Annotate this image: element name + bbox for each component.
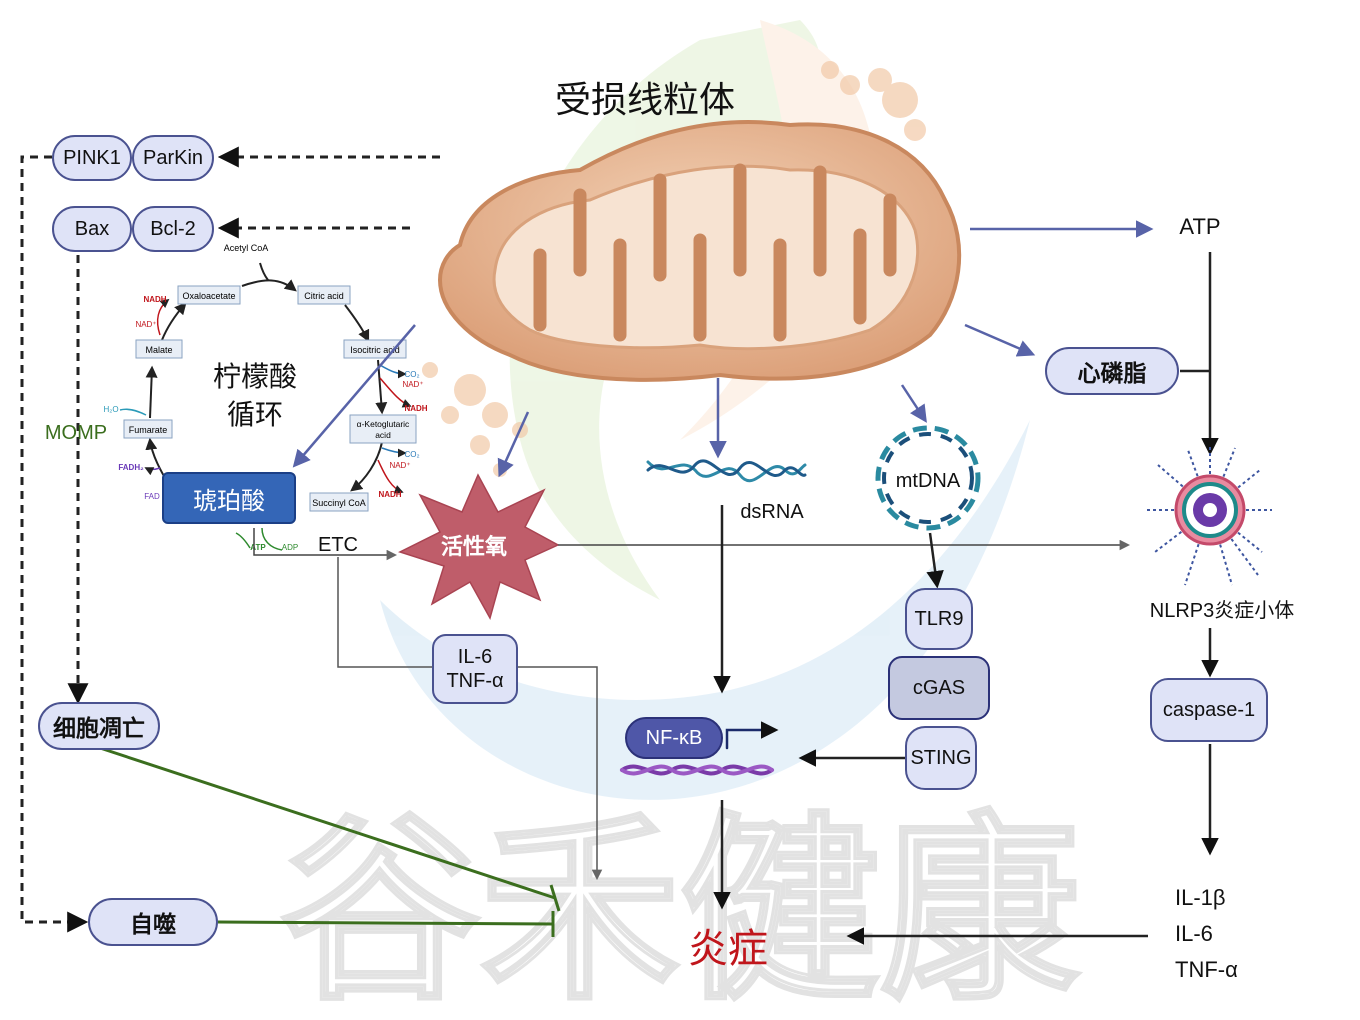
autophagy-box: 自噬 [88, 898, 218, 946]
nfkb-dna [620, 721, 779, 776]
tca-cofactor-arrows [119, 298, 412, 551]
tca-oxaloacetate: Oxaloacetate [182, 291, 235, 301]
tca-h2o: H₂O [103, 405, 118, 414]
dashed-pink1-to-autophagy [20, 155, 89, 933]
tca-nadh-1: NADH [143, 295, 166, 304]
nfkb-box: NF-κB [625, 717, 723, 759]
il6-tnf-box: IL-6 TNF-α [432, 634, 518, 704]
cytokine-il1b: IL-1β [1175, 885, 1226, 910]
tca-nadh-3: NADH [378, 490, 401, 499]
mitochondrion [422, 61, 962, 477]
tca-adp: ADP [282, 543, 298, 552]
inhibit-apoptosis [99, 746, 556, 900]
tca-nadh-2: NADH [404, 404, 427, 413]
bax-box: Bax [52, 206, 132, 252]
ros-label: 活性氧 [441, 535, 507, 560]
tca-acetyl-coa: Acetyl CoA [224, 243, 269, 253]
tca-isocitric-acid: Isocitric acid [350, 345, 400, 355]
tca-nad-2: NAD⁺ [402, 380, 423, 389]
tca-nad-1: NAD⁺ [135, 320, 156, 329]
bcl2-box: Bcl-2 [132, 206, 214, 252]
tca-succinyl-coa: Succinyl CoA [312, 498, 366, 508]
succinate-box: 琥珀酸 [162, 472, 296, 524]
mtdna-ring [875, 425, 981, 531]
tca-fadh2: FADH₂ [118, 463, 144, 472]
title: 受损线粒体 [555, 80, 735, 121]
il6-label: IL-6 [457, 646, 493, 668]
arrow-mito-to-succinate [292, 324, 416, 468]
momp-label: MOMP [45, 422, 107, 444]
inhibit-autophagy [217, 920, 554, 926]
cytokine-tnfa: TNF-α [1175, 957, 1238, 982]
tnfa-label: TNF-α [446, 670, 504, 692]
tca-citric-acid: Citric acid [304, 291, 344, 301]
tca-atp: ATP [250, 543, 266, 552]
tca-co2-1: CO₂ [404, 370, 419, 379]
tca-fumarate: Fumarate [129, 425, 168, 435]
pink1-box: PINK1 [52, 135, 132, 181]
tca-title-line1: 柠檬酸 [213, 360, 297, 393]
tca-fad: FAD [144, 492, 160, 501]
cytokine-il6: IL-6 [1175, 921, 1213, 946]
arrow-succinate-to-ros [253, 528, 398, 561]
arrow-mito-to-ros [497, 411, 530, 478]
tca-ketoglutaric-acid: acid [375, 430, 391, 440]
arrow-mtdna-to-tlr9 [926, 532, 944, 589]
apoptosis-box: 细胞凋亡 [38, 702, 160, 750]
arrow-mito-to-mtdna [900, 384, 927, 423]
nlrp3-label: NLRP3炎症小体 [1150, 599, 1294, 622]
dsrna-label: dsRNA [740, 501, 804, 523]
watermark-text: 谷禾健康 [280, 795, 1080, 1020]
cgas-box: cGAS [888, 656, 990, 720]
etc-label: ETC [318, 534, 358, 556]
ros-star [398, 473, 560, 620]
tlr9-box: TLR9 [905, 588, 973, 650]
arrow-mito-to-cardiolipin [964, 323, 1036, 357]
tca-ketoglutaric: α-Ketoglutaric [357, 419, 410, 429]
tca-nodes: Oxaloacetate Citric acid Isocitric acid … [103, 243, 427, 552]
parkin-box: ParKin [132, 135, 214, 181]
caspase1-box: caspase-1 [1150, 678, 1268, 742]
inhibit-apoptosis-bar [549, 884, 561, 912]
mtdna-label: mtDNA [896, 470, 961, 492]
tca-co2-2: CO₂ [404, 450, 419, 459]
tca-title-line2: 循环 [227, 398, 283, 431]
tca-malate: Malate [145, 345, 172, 355]
dsrna-strand [646, 459, 807, 483]
atp-label: ATP [1179, 214, 1220, 239]
tca-nad-3: NAD⁺ [389, 461, 410, 470]
sting-box: STING [905, 726, 977, 790]
nlrp3-inflammasome-icon [1145, 445, 1272, 586]
inflammation-label: 炎症 [688, 926, 768, 972]
cardiolipin-box: 心磷脂 [1045, 347, 1179, 395]
